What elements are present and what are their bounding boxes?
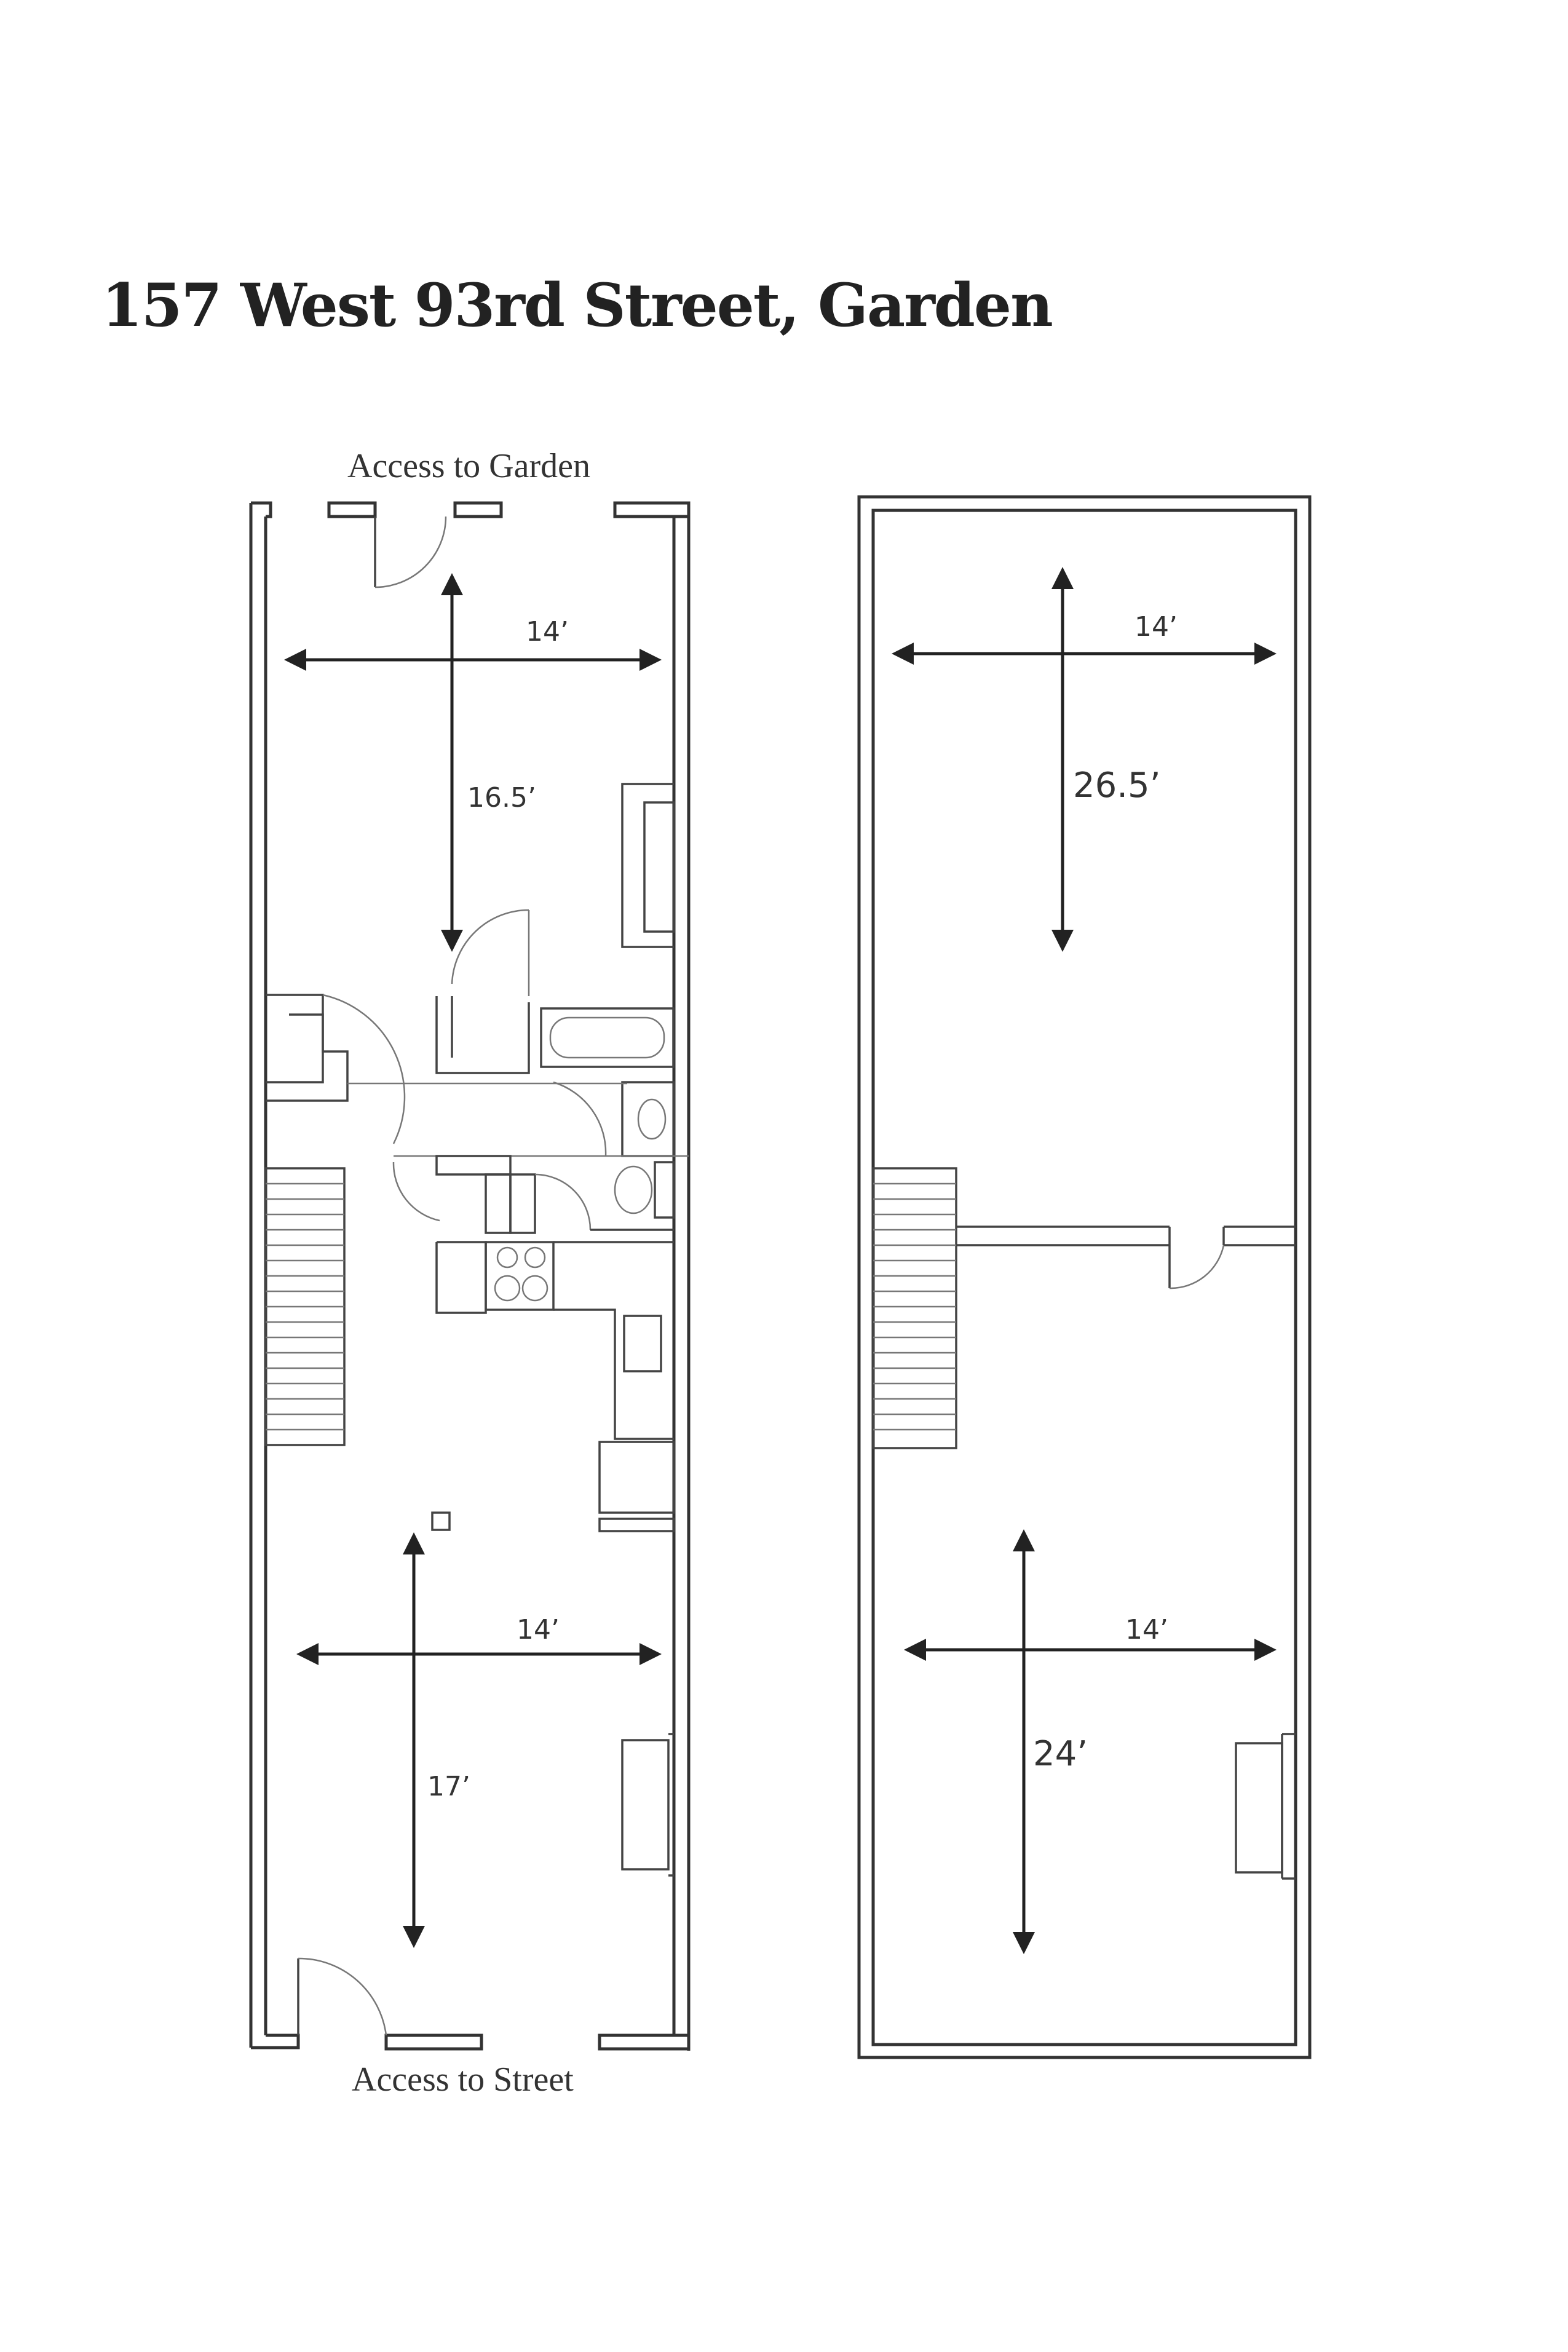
page-title: 157 West 93rd Street, Garden [101, 271, 1053, 340]
upper-rear-width-label: 14’ [1134, 611, 1178, 643]
rear-fireplace [621, 783, 675, 948]
rear-room-dimension-arrows [284, 573, 662, 952]
garden-stairs [264, 1167, 346, 1446]
upper-rear-depth-label: 26.5’ [1073, 766, 1161, 806]
street-access-label: Access to Street [352, 2061, 574, 2099]
upper-stairs [872, 1167, 957, 1449]
upper-front-depth-label: 24’ [1033, 1734, 1088, 1774]
core-walls [266, 909, 689, 1532]
upper-front-width-label: 14’ [1125, 1614, 1168, 1645]
front-room-dimension-arrows [296, 1532, 662, 1948]
partition-wall [956, 1225, 1296, 1289]
garden-rear-depth-label: 16.5’ [467, 782, 536, 814]
garden-access-label: Access to Garden [347, 447, 590, 485]
garden-rear-width-label: 14’ [526, 616, 569, 647]
street-door [297, 1957, 387, 2036]
garden-front-depth-label: 17’ [427, 1771, 470, 1802]
upper-rear-dimension-arrows [892, 567, 1277, 952]
upper-level-plan [857, 495, 1312, 2059]
garden-door [374, 516, 447, 588]
garden-level-plan [249, 501, 691, 2051]
front-fireplace [621, 1733, 674, 1877]
upper-fireplace [1235, 1733, 1296, 1880]
outer-walls-upper [857, 495, 1312, 2059]
garden-front-width-label: 14’ [517, 1614, 560, 1645]
upper-front-dimension-arrows [904, 1529, 1277, 1954]
